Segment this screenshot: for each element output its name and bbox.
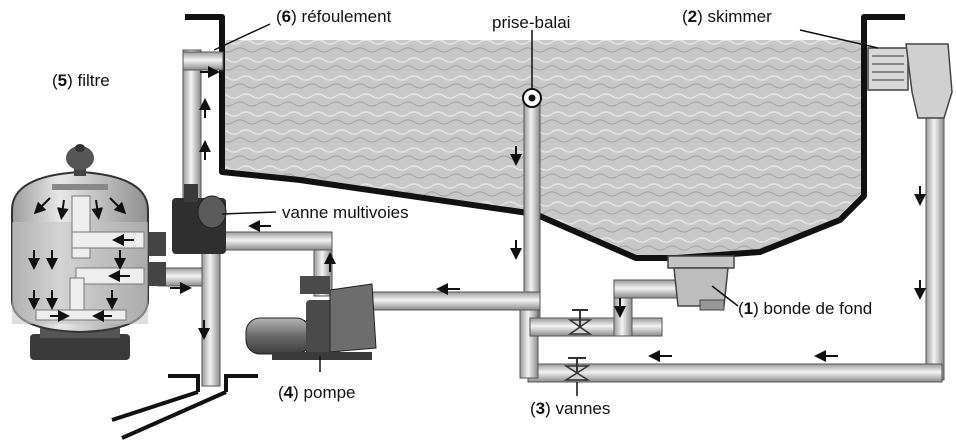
label-refoulement: (6) réfoulement xyxy=(276,7,392,26)
pool xyxy=(185,14,905,261)
valves xyxy=(563,309,593,381)
leader-lines xyxy=(213,23,879,396)
return-pipe-elbow xyxy=(182,51,224,71)
leader-vanne xyxy=(221,211,277,215)
label-vanne-multivoies: vanne multivoies xyxy=(282,203,409,222)
arrow xyxy=(109,197,127,215)
pipes xyxy=(157,49,945,387)
arrow xyxy=(56,199,69,220)
multiport-valve xyxy=(172,184,227,254)
leader-refoulement xyxy=(213,23,271,51)
label-bonde-de-fond: (1) bonde de fond xyxy=(738,299,873,318)
pump xyxy=(245,276,377,360)
skimmer xyxy=(867,43,953,119)
pool-water xyxy=(222,40,862,256)
label-filtre: (5) filtre xyxy=(52,71,110,90)
drain-pipe xyxy=(529,317,663,337)
pool-wall xyxy=(185,14,905,261)
valve-lower xyxy=(563,357,591,381)
filter xyxy=(11,144,166,360)
label-pompe: (4) pompe xyxy=(278,383,356,402)
label-prise-balai: prise-balai xyxy=(492,13,571,32)
sewer xyxy=(111,374,258,440)
leader-bonde xyxy=(711,285,739,307)
arrow xyxy=(33,197,51,215)
label-vannes: (3) vannes xyxy=(530,399,611,418)
vacuum-inlet xyxy=(522,88,542,108)
flow-arrows xyxy=(28,66,926,362)
skimmer-bottom-pipe xyxy=(527,363,943,383)
leader-skimmer xyxy=(799,29,879,49)
label-skimmer: (2) skimmer xyxy=(682,7,772,26)
valve-upper xyxy=(567,309,593,335)
pump-to-valve-pipe xyxy=(209,231,333,251)
main-drain xyxy=(667,255,735,311)
suction-pipe xyxy=(367,291,541,311)
skimmer-pipe xyxy=(925,109,945,381)
waste-pipe xyxy=(201,249,221,387)
arrow xyxy=(91,199,104,220)
